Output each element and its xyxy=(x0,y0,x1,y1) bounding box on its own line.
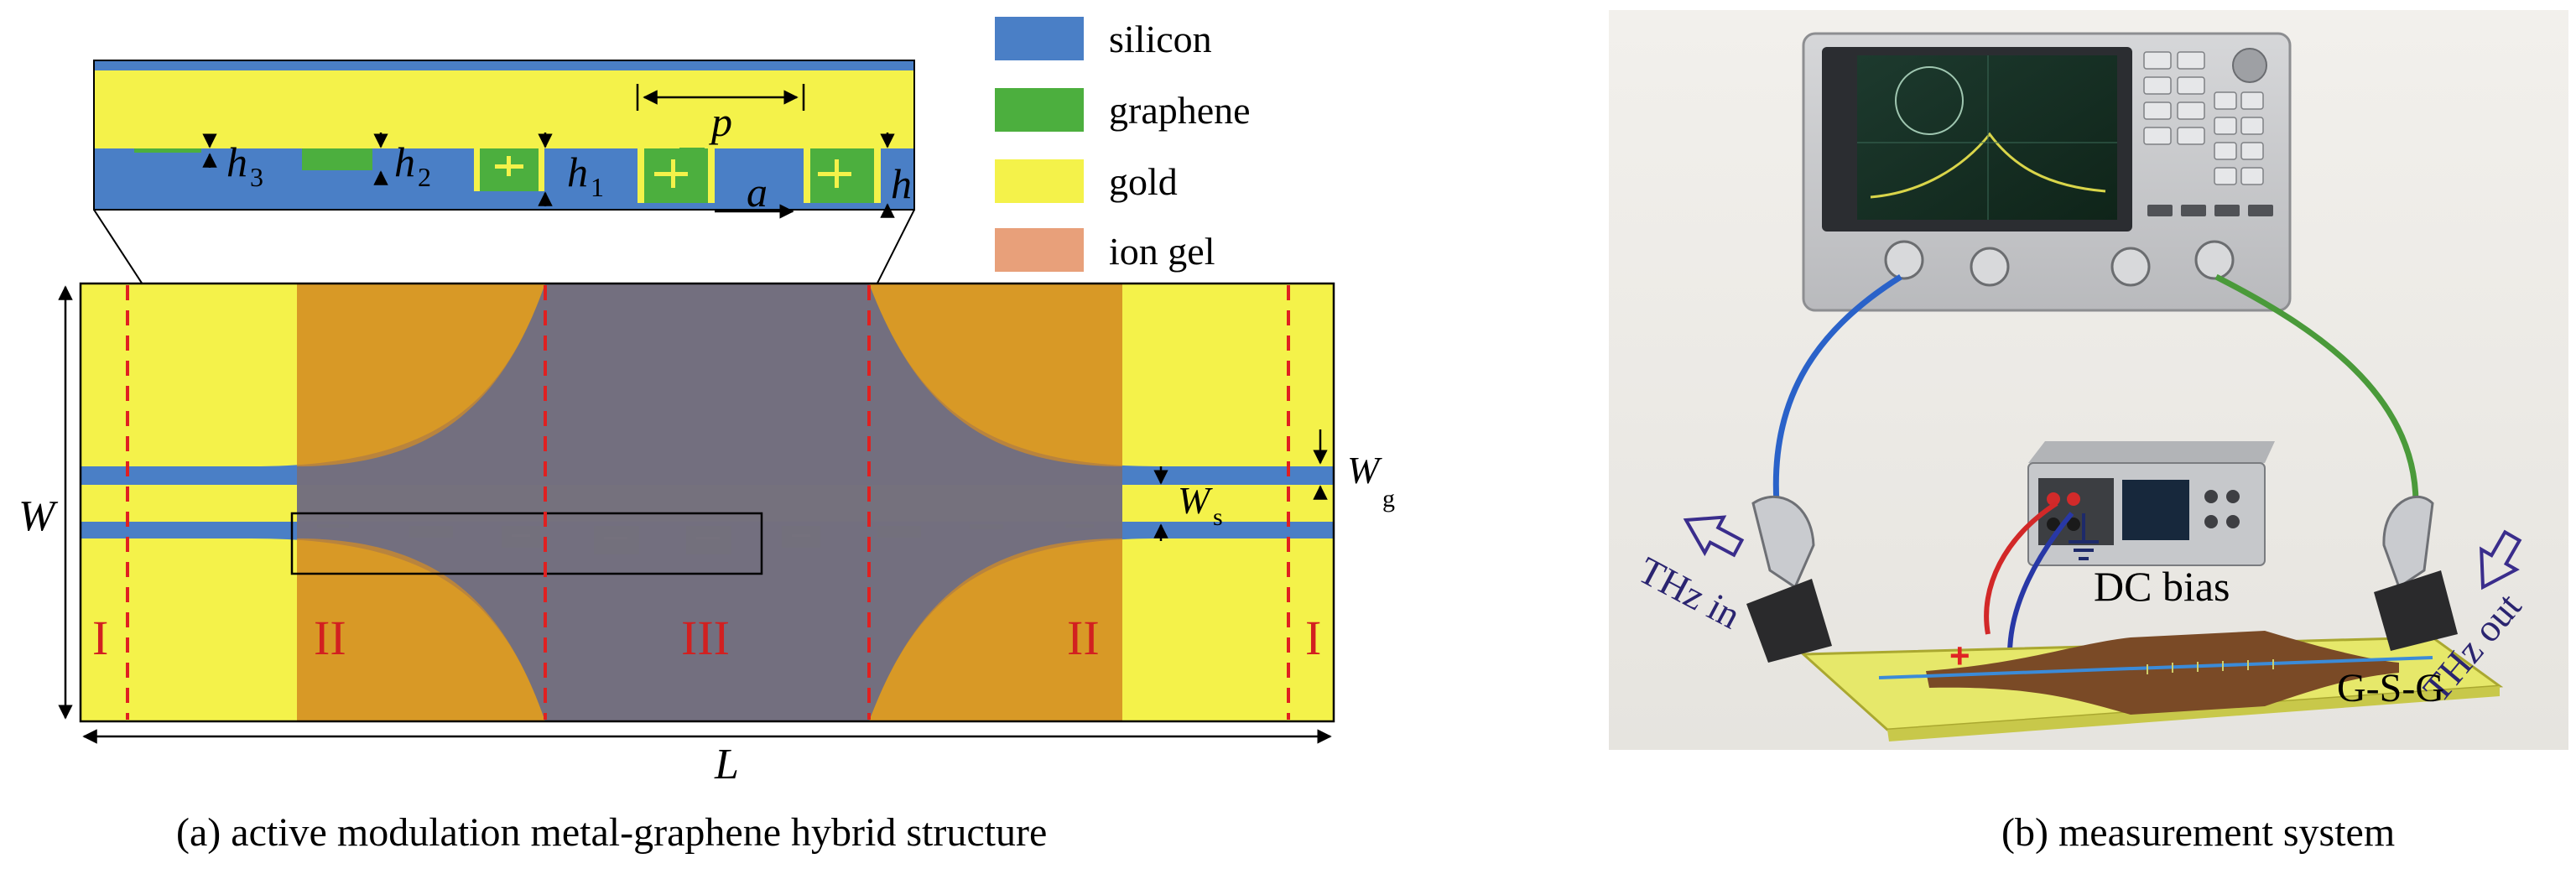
label-h1-sub: 1 xyxy=(591,172,604,202)
dc-source xyxy=(2027,441,2275,566)
legend-swatch-silicon xyxy=(995,17,1084,60)
label-h: h xyxy=(891,160,912,207)
region-label-iii: III xyxy=(681,611,730,665)
label-ws: W xyxy=(1178,479,1213,522)
label-gsg: G-S-G xyxy=(2337,666,2444,710)
legend-swatch-graphene xyxy=(995,88,1084,132)
label-wg-sub: g xyxy=(1382,485,1395,512)
legend-swatch-ion-gel xyxy=(995,228,1084,272)
gold-tooth-1 xyxy=(474,148,544,191)
label-p: p xyxy=(709,98,732,145)
region-boundaries xyxy=(126,285,1290,720)
label-h2-sub: 2 xyxy=(418,162,431,192)
zoom-inset: p a h h 1 h 2 h 3 xyxy=(93,60,915,219)
vna-instrument xyxy=(1802,32,2292,312)
legend-label-gold: gold xyxy=(1109,160,1178,203)
gold-tooth-3 xyxy=(804,148,881,203)
vna-keypad xyxy=(2143,51,2264,185)
zoom-box xyxy=(290,512,763,575)
label-w: W xyxy=(18,492,59,540)
sample-board: + xyxy=(1800,631,2504,741)
label-h3-sub: 3 xyxy=(250,162,263,192)
label-ws-sub: s xyxy=(1213,503,1223,531)
structure-outline xyxy=(79,282,1335,723)
region-label-i-left: I xyxy=(92,611,108,665)
region-iii-overlay xyxy=(297,284,1122,721)
label-l: L xyxy=(714,741,739,788)
cable-green xyxy=(2214,273,2419,504)
probe-right xyxy=(2374,495,2458,651)
wire-red xyxy=(1984,501,2058,635)
inset-gold-top xyxy=(94,60,914,148)
legend-swatch-gold xyxy=(995,159,1084,203)
graphene-patch-2 xyxy=(302,148,372,170)
region-label-i-right: I xyxy=(1305,611,1321,665)
label-h3: h xyxy=(226,138,247,185)
graphene-patch-1 xyxy=(134,148,201,153)
waveguide-structure: I II III II I W L W s W g xyxy=(18,282,1395,788)
label-h2: h xyxy=(394,138,415,185)
gold-tooth-2 xyxy=(637,148,715,203)
region-labels: I II III II I xyxy=(92,611,1321,665)
vna-knob xyxy=(2232,48,2267,83)
cable-blue xyxy=(1772,274,1902,504)
legend-label-ion-gel: ion gel xyxy=(1109,230,1215,273)
label-h1: h xyxy=(567,148,588,195)
sample-gel xyxy=(1926,631,2399,715)
label-wg: W xyxy=(1347,449,1382,492)
legend-label-graphene: graphene xyxy=(1109,89,1251,132)
thz-in-arrow xyxy=(1683,515,1745,558)
thz-out-arrow xyxy=(2480,529,2522,590)
region-label-ii-right: II xyxy=(1067,611,1100,665)
ground-icon xyxy=(2069,513,2099,560)
caption-a: (a) active modulation metal-graphene hyb… xyxy=(176,810,1047,855)
legend-label-silicon: silicon xyxy=(1109,18,1212,60)
vna-ports xyxy=(1884,240,2235,287)
caption-b: (b) measurement system xyxy=(2001,810,2395,855)
legend: silicon graphene gold ion gel xyxy=(995,17,1251,273)
label-dc-bias: DC bias xyxy=(2094,563,2230,610)
dim-ws-wg xyxy=(1153,429,1328,541)
region-label-ii-left: II xyxy=(314,611,346,665)
inset-silicon-top xyxy=(94,60,914,70)
plus-marker: + xyxy=(1949,636,1970,675)
label-a: a xyxy=(747,169,768,216)
inset-dimensions xyxy=(202,84,895,219)
wire-blue xyxy=(2007,512,2074,655)
measurement-photo: + THz in THz out DC bias G-S-G xyxy=(1609,10,2568,750)
probe-left xyxy=(1746,495,1832,663)
inset-frame xyxy=(93,60,915,211)
